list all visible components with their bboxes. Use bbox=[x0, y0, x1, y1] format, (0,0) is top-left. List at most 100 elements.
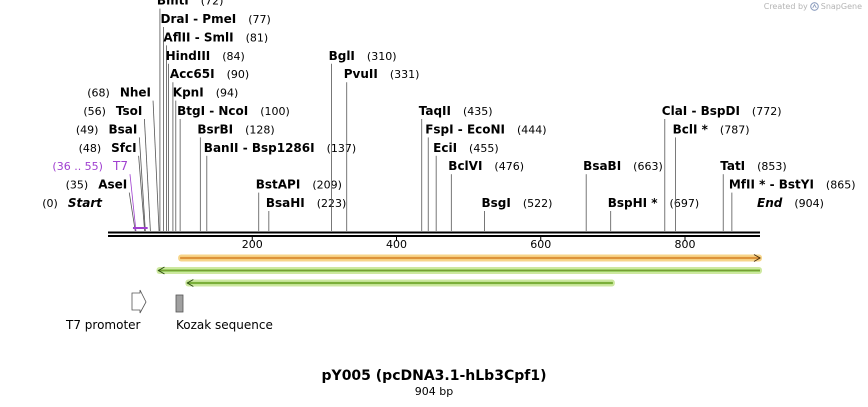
site-bsai: BsaI (49) bbox=[76, 122, 146, 232]
orf-arrow-left-icon bbox=[157, 266, 165, 275]
site-banii-bsp1286i: BanII - Bsp1286I (137) bbox=[204, 141, 356, 231]
credit-prefix: Created by bbox=[763, 2, 808, 11]
site-position: (697) bbox=[670, 197, 700, 210]
site-name: End bbox=[757, 196, 783, 210]
orf-arrow-right-icon bbox=[753, 254, 761, 262]
site-name: DraI - PmeI bbox=[161, 12, 237, 26]
site-position: (476) bbox=[494, 160, 524, 173]
site-nhei: NheI(68) bbox=[87, 86, 160, 232]
site-start: Start (0) bbox=[42, 196, 103, 210]
site-name: HindIII bbox=[166, 49, 211, 63]
site-bcli-: BclI * (787) bbox=[673, 122, 750, 231]
map-length: 904 bp bbox=[414, 385, 454, 398]
site-position: (100) bbox=[260, 105, 290, 118]
site-position: (137) bbox=[327, 142, 357, 155]
site-name: BsaBI bbox=[583, 159, 621, 173]
site-position: (663) bbox=[633, 160, 663, 173]
site-name: BsrBI bbox=[197, 122, 233, 136]
site-name: BclI * bbox=[673, 122, 709, 136]
site-name: SfcI bbox=[111, 141, 136, 155]
site-asei: AseI (35) bbox=[66, 178, 136, 232]
kozak-sequence-box-icon bbox=[175, 294, 184, 313]
site-kpni: KpnI (94) bbox=[173, 86, 239, 231]
site-hindiii: HindIII (84) bbox=[166, 49, 245, 231]
site-name: BspHI * bbox=[608, 196, 659, 210]
ruler-tick-label: 600 bbox=[530, 238, 551, 251]
site-name: ClaI - BspDI bbox=[662, 104, 740, 118]
site-name: EciI bbox=[433, 141, 457, 155]
site-position: (35) bbox=[66, 179, 89, 192]
feature-label-t7-promoter: T7 promoter bbox=[66, 318, 141, 332]
site-name: TaqII bbox=[419, 104, 451, 118]
site-position: (56) bbox=[83, 105, 106, 118]
feature-label-kozak-sequence: Kozak sequence bbox=[176, 318, 273, 332]
site-line bbox=[128, 192, 136, 232]
site-tati: TatI (853) bbox=[720, 159, 787, 231]
site-name: BtgI - NcoI bbox=[177, 104, 248, 118]
site-name: TatI bbox=[720, 159, 745, 173]
snapgene-credit: Created by SnapGene bbox=[764, 2, 862, 11]
ruler-tick-label: 200 bbox=[242, 238, 263, 251]
site-position: (331) bbox=[390, 68, 420, 81]
orf-3 bbox=[185, 279, 615, 287]
site-bmti: BmtI (72) bbox=[157, 0, 223, 231]
site-position: (0) bbox=[42, 197, 58, 210]
credit-brand: SnapGene bbox=[820, 2, 862, 11]
site-btgi-ncoi: BtgI - NcoI (100) bbox=[177, 104, 290, 231]
site-name: BstAPI bbox=[256, 178, 301, 192]
site-position: (72) bbox=[201, 0, 224, 8]
site-position: (455) bbox=[469, 142, 499, 155]
site-taqii: TaqII (435) bbox=[419, 104, 493, 231]
site-bsphi-: BspHI * (697) bbox=[608, 196, 699, 231]
site-line bbox=[138, 155, 146, 232]
site-bsahi: BsaHI(223) bbox=[266, 196, 346, 231]
site-name: Start bbox=[68, 196, 103, 210]
site-acc65i: Acc65I(90) bbox=[170, 67, 249, 231]
site-name: AseI bbox=[98, 178, 127, 192]
site-bsgi: BsgI (522) bbox=[481, 196, 552, 231]
site-aflii-smli: AflII - SmlI (81) bbox=[163, 30, 268, 231]
orf-2 bbox=[156, 266, 763, 275]
site-position: (853) bbox=[757, 160, 787, 173]
site-name: BmtI bbox=[157, 0, 189, 8]
site-bsabi: BsaBI (663) bbox=[583, 159, 663, 231]
site-name: BsaI bbox=[108, 122, 137, 136]
site-line bbox=[129, 174, 137, 232]
site-position: (772) bbox=[752, 105, 782, 118]
site-ecii: EciI (455) bbox=[433, 141, 499, 231]
site-position: (81) bbox=[246, 31, 269, 44]
site-position: (904) bbox=[794, 197, 824, 210]
site-name: BglI bbox=[329, 49, 355, 63]
site-fspi-econi: FspI - EcoNI (444) bbox=[425, 122, 547, 231]
t7-promoter-arrow-icon bbox=[131, 289, 147, 314]
site-position: (49) bbox=[76, 123, 99, 136]
site-name: KpnI bbox=[173, 86, 204, 100]
site-position: (435) bbox=[463, 105, 493, 118]
site-clai-bspdi: ClaI - BspDI (772) bbox=[662, 104, 782, 231]
site-end: End (904) bbox=[757, 196, 824, 210]
site-position: (787) bbox=[720, 123, 750, 136]
site-tsoi: TsoI(56) bbox=[83, 104, 151, 232]
site-position: (94) bbox=[216, 87, 239, 100]
site-position: (444) bbox=[517, 123, 547, 136]
site-name: PvuII bbox=[344, 67, 378, 81]
site-position: (865) bbox=[826, 179, 856, 192]
site-name: BsgI bbox=[481, 196, 510, 210]
site-name: AflII - SmlI bbox=[163, 30, 233, 44]
site-name: BclVI bbox=[448, 159, 482, 173]
site-position: (522) bbox=[523, 197, 553, 210]
map-title: pY005 (pcDNA3.1-hLb3Cpf1) bbox=[321, 368, 547, 384]
site-position: (128) bbox=[245, 123, 275, 136]
site-mfii-bstyi: MfII * - BstYI(865) bbox=[729, 178, 856, 231]
site-name: FspI - EcoNI bbox=[425, 122, 505, 136]
site-t7: T7(36 .. 55) bbox=[52, 159, 137, 232]
site-drai-pmei: DraI - PmeI(77) bbox=[161, 12, 271, 231]
site-name: T7 bbox=[112, 159, 128, 173]
site-position: (84) bbox=[222, 50, 245, 63]
orf-arrow-left-icon bbox=[186, 279, 194, 287]
site-bclvi: BclVI (476) bbox=[448, 159, 524, 231]
site-bgli: BglI(310) bbox=[329, 49, 397, 231]
site-name: BanII - Bsp1286I bbox=[204, 141, 315, 155]
site-position: (48) bbox=[79, 142, 102, 155]
